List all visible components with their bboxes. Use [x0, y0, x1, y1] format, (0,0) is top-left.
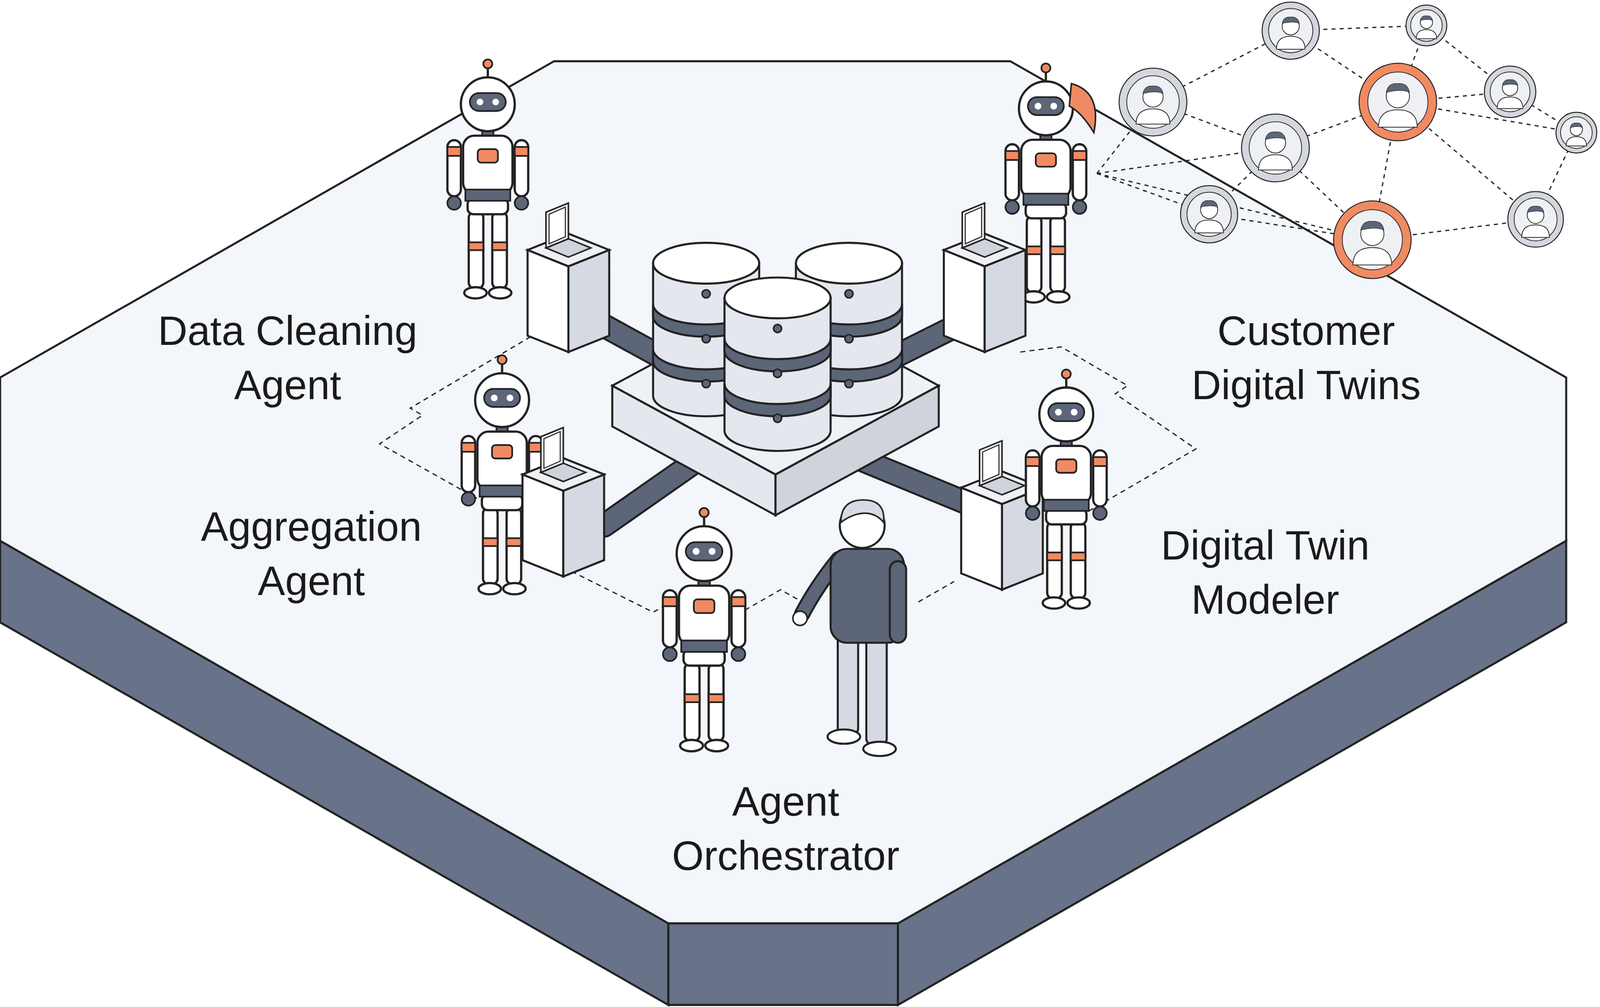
workstation [522, 427, 604, 577]
workstation [943, 203, 1026, 353]
human-figure [863, 741, 896, 756]
customer-avatars [1180, 185, 1238, 243]
customer-avatars [1359, 63, 1437, 141]
robot-agent [663, 507, 746, 751]
human-figure [827, 729, 860, 745]
robot-agent [1025, 369, 1107, 609]
customer-avatars [1118, 1, 1597, 279]
database-cylinders [653, 242, 903, 451]
database-cylinders [724, 277, 831, 451]
agent-label: Agent Orchestrator [645, 774, 927, 884]
customer-avatars [1118, 68, 1187, 136]
agent-label: Digital Twin Modeler [1135, 518, 1396, 628]
platform [0, 61, 1566, 1005]
customer-avatars [1406, 4, 1448, 46]
robot-agent [663, 507, 746, 751]
customer-avatars [1333, 200, 1412, 279]
platform [668, 923, 898, 1005]
workstation [943, 203, 1026, 353]
robot-agent [447, 59, 529, 299]
human-figure [889, 560, 906, 643]
human-figure [840, 499, 884, 522]
workstation [527, 203, 609, 353]
agent-label: Data Cleaning Agent [134, 303, 441, 413]
dashed-zones [918, 581, 954, 602]
human-figure [866, 632, 887, 745]
agent-label: Customer Digital Twins [1163, 303, 1450, 413]
customer-avatars [1507, 191, 1563, 247]
agent-label: Aggregation Agent [177, 499, 446, 609]
platform [0, 61, 1566, 924]
customer-avatars [1241, 113, 1309, 182]
workstation [527, 203, 609, 353]
customer-avatars [1262, 1, 1320, 60]
twin-network [1096, 25, 1577, 240]
workstation [522, 427, 604, 577]
human-figure [837, 632, 858, 735]
customer-avatars [1484, 66, 1536, 118]
robot-agent [1069, 83, 1096, 133]
human-figure [792, 499, 907, 756]
customer-avatars [1556, 111, 1598, 153]
human-figure [792, 611, 808, 626]
robot-agent [447, 59, 529, 299]
robot-agent [1025, 369, 1107, 609]
